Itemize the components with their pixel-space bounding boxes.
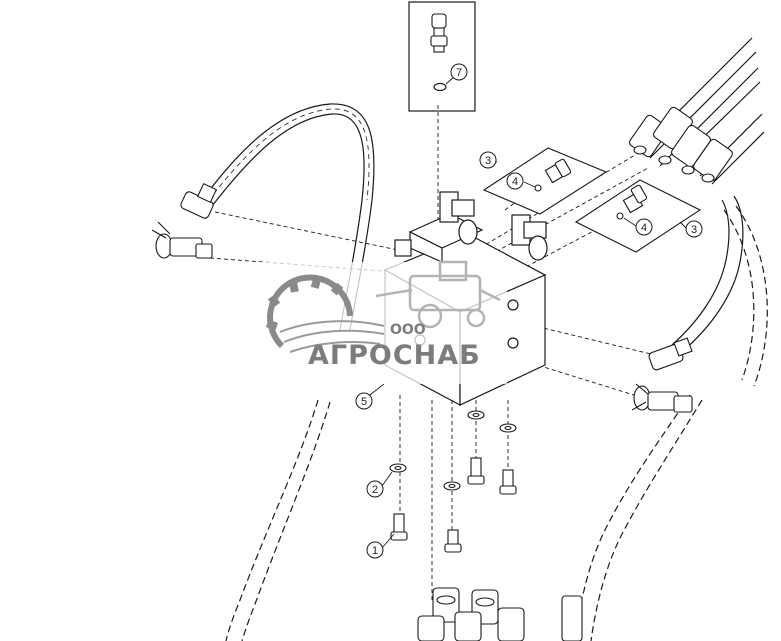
callout-3-left: 3 bbox=[479, 151, 497, 169]
callout-5: 5 bbox=[355, 392, 373, 410]
callout-2: 2 bbox=[366, 480, 384, 498]
callout-3-left-label: 3 bbox=[485, 155, 491, 167]
callout-4-right-label: 4 bbox=[641, 222, 647, 234]
detail-box-3-left bbox=[482, 147, 608, 215]
callout-leaders bbox=[365, 383, 395, 549]
quick-couplers-bottom bbox=[417, 587, 583, 641]
callout-4-right: 4 bbox=[635, 218, 653, 236]
tee-fitting-left bbox=[151, 221, 213, 259]
watermark-company-name: АГРОСНАБ bbox=[308, 340, 481, 371]
callout-5-label: 5 bbox=[361, 396, 367, 408]
combine-harvester-icon bbox=[375, 260, 501, 329]
detail-box-3-right bbox=[574, 179, 702, 253]
detail-box-top bbox=[408, 1, 476, 112]
callout-4-left-label: 4 bbox=[512, 176, 518, 188]
callout-1: 1 bbox=[366, 541, 384, 559]
watermark-logo: ООО АГРОСНАБ bbox=[247, 260, 507, 384]
callout-4-left: 4 bbox=[506, 172, 524, 190]
callout-7: 7 bbox=[450, 63, 468, 81]
callout-7-label: 7 bbox=[456, 67, 462, 79]
bolts-and-washers bbox=[389, 410, 517, 553]
quick-couplers-top bbox=[629, 106, 733, 183]
elbow-fitting-left bbox=[180, 182, 218, 219]
callout-3-right-label: 3 bbox=[691, 224, 697, 236]
hose-left-lower bbox=[225, 399, 331, 641]
tee-fitting-right bbox=[631, 383, 693, 413]
callout-1-label: 1 bbox=[372, 545, 378, 557]
callout-3-right: 3 bbox=[685, 220, 703, 238]
elbow-fitting-right bbox=[648, 337, 693, 371]
callout-2-label: 2 bbox=[372, 484, 378, 496]
watermark-prefix: ООО bbox=[390, 322, 426, 338]
